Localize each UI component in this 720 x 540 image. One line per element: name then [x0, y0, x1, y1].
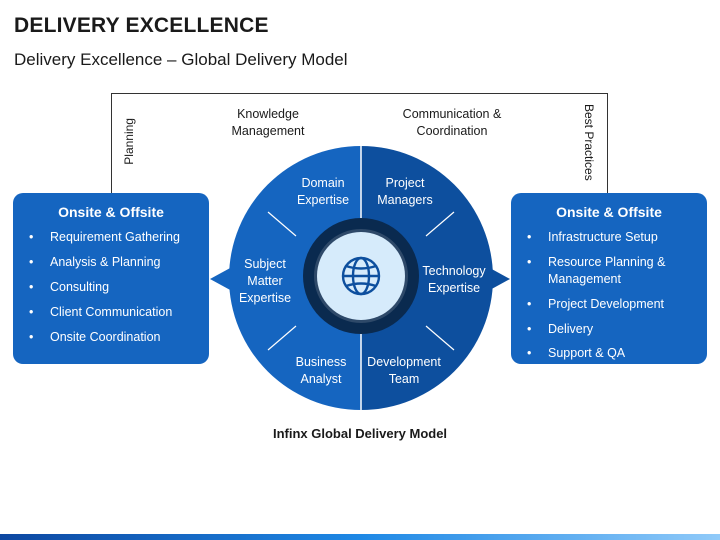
list-item: Delivery — [527, 321, 707, 338]
list-item: Client Communication — [29, 304, 209, 321]
divider-line — [267, 211, 297, 237]
communication-coordination-label: Communication & Coordination — [402, 107, 502, 138]
list-item: Support & QA — [527, 345, 707, 362]
segment-project-managers: Project Managers — [377, 176, 433, 207]
divider-line — [267, 325, 297, 351]
knowledge-management-label: Knowledge Management — [231, 107, 305, 138]
left-panel-list: Requirement Gathering Analysis & Plannin… — [13, 229, 209, 345]
right-panel-list: Infrastructure Setup Resource Planning &… — [511, 229, 707, 362]
circle-left-half — [229, 146, 361, 410]
diagram-caption: Infinx Global Delivery Model — [272, 426, 448, 441]
list-item: Onsite Coordination — [29, 329, 209, 346]
bottom-accent-bar — [0, 534, 720, 540]
top-frame — [111, 93, 608, 193]
left-arrow — [210, 267, 232, 291]
list-item: Infrastructure Setup — [527, 229, 707, 246]
segment-domain-expertise: Domain Expertise — [296, 176, 350, 207]
left-panel: Onsite & Offsite Requirement Gathering A… — [13, 193, 209, 364]
globe-icon — [341, 256, 381, 296]
page-subtitle: Delivery Excellence – Global Delivery Mo… — [14, 50, 348, 69]
segment-business-analyst: Business Analyst — [295, 355, 347, 386]
list-item: Project Development — [527, 296, 707, 313]
list-item: Resource Planning & Management — [527, 254, 707, 288]
list-item: Requirement Gathering — [29, 229, 209, 246]
divider-line — [425, 325, 455, 351]
segment-technology-expertise: Technology Expertise — [422, 264, 486, 295]
right-panel-title: Onsite & Offsite — [556, 204, 662, 220]
right-arrow — [488, 267, 510, 291]
right-panel: Onsite & Offsite Infrastructure Setup Re… — [511, 193, 707, 364]
divider-line — [425, 211, 455, 237]
list-item: Analysis & Planning — [29, 254, 209, 271]
left-panel-title: Onsite & Offsite — [58, 204, 164, 220]
page-title: DELIVERY EXCELLENCE — [14, 14, 269, 37]
circle-right-half — [361, 146, 493, 410]
segment-development-team: Development Team — [367, 355, 441, 386]
segment-subject-matter-expertise: Subject Matter Expertise — [238, 257, 292, 305]
list-item: Consulting — [29, 279, 209, 296]
